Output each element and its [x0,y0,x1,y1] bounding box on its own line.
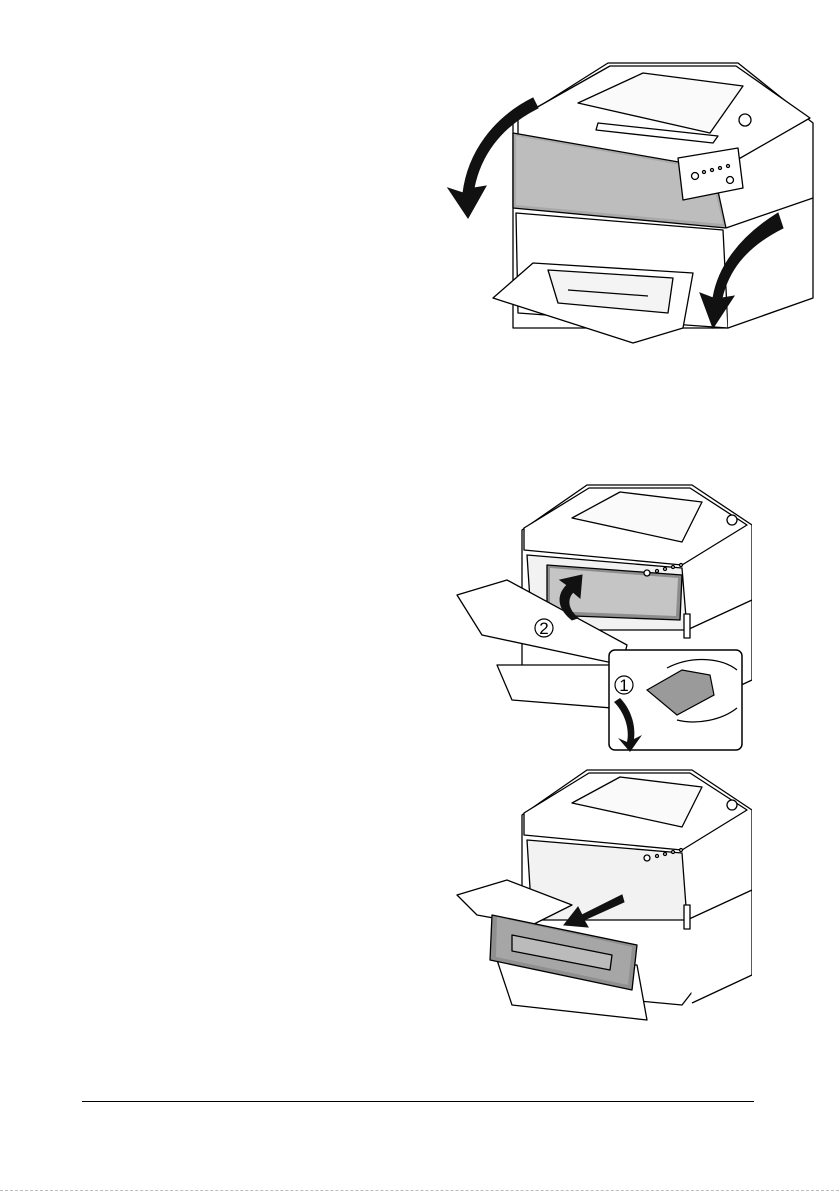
open-front-cover-illustration [438,58,828,348]
page-edge [0,1190,839,1191]
inset-detail: 1 [609,650,742,752]
callout-1-label: 1 [619,676,628,695]
footer-rule [82,1101,754,1102]
callout-1: 1 [615,676,633,695]
callout-2: 2 [535,619,553,638]
callout-2-label: 2 [539,619,548,638]
remove-cartridge-illustration [452,765,752,1047]
pull-lever-illustration: 2 1 [452,480,752,755]
